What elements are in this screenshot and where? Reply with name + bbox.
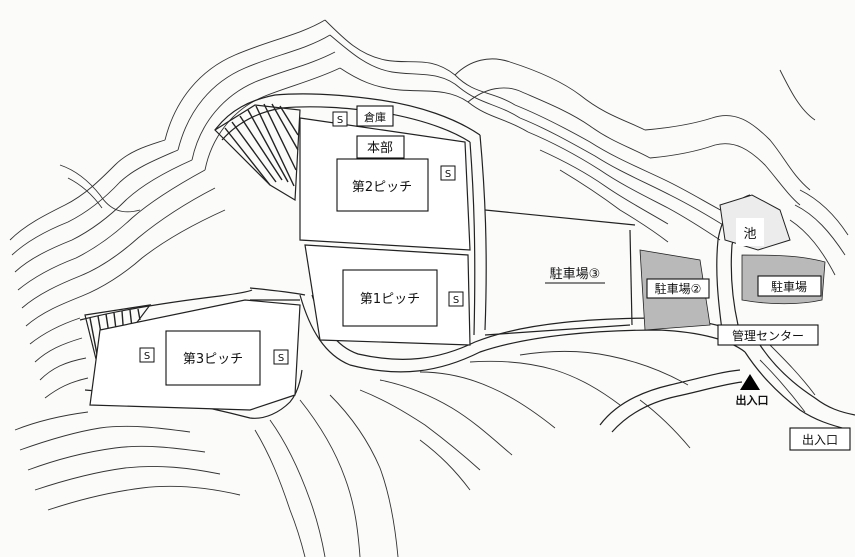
headquarters-box [356,135,405,159]
pond-label: 池 [743,227,756,242]
entrance-label: 出入口 [802,433,838,447]
pitch3-box [165,330,261,386]
s-markers: S S S S S [139,111,464,365]
pitch1-label: 第1ピッチ [360,292,420,307]
management-center-box [717,324,819,346]
storage-box [356,105,394,127]
triangle-icon [740,374,760,390]
s-marker-2: S [445,169,451,180]
embankment-hatching [89,103,299,371]
parking3-label: 駐車場③ [550,267,601,282]
pitch1-box [342,269,438,327]
headquarters-label: 本部 [367,141,393,156]
parking-box [757,275,822,297]
s-marker-5: S [278,353,284,364]
management-center-label: 管理センター [732,328,804,343]
s-marker-4: S [144,351,150,362]
parking2-box [646,278,710,299]
terrain-contours [9,19,849,557]
pitch2-box [336,158,429,212]
s-marker-1: S [337,115,343,126]
entrance-box [789,427,851,451]
parking-areas [639,194,826,331]
pitch2-label: 第2ピッチ [352,180,412,195]
pitch3-label: 第3ピッチ [183,352,243,367]
s-marker-3: S [453,295,459,306]
parking-label: 駐車場 [771,279,807,294]
storage-label: 倉庫 [364,110,386,124]
entrance-marker-label: 出入口 [736,393,769,407]
parking2-label: 駐車場② [655,281,702,296]
